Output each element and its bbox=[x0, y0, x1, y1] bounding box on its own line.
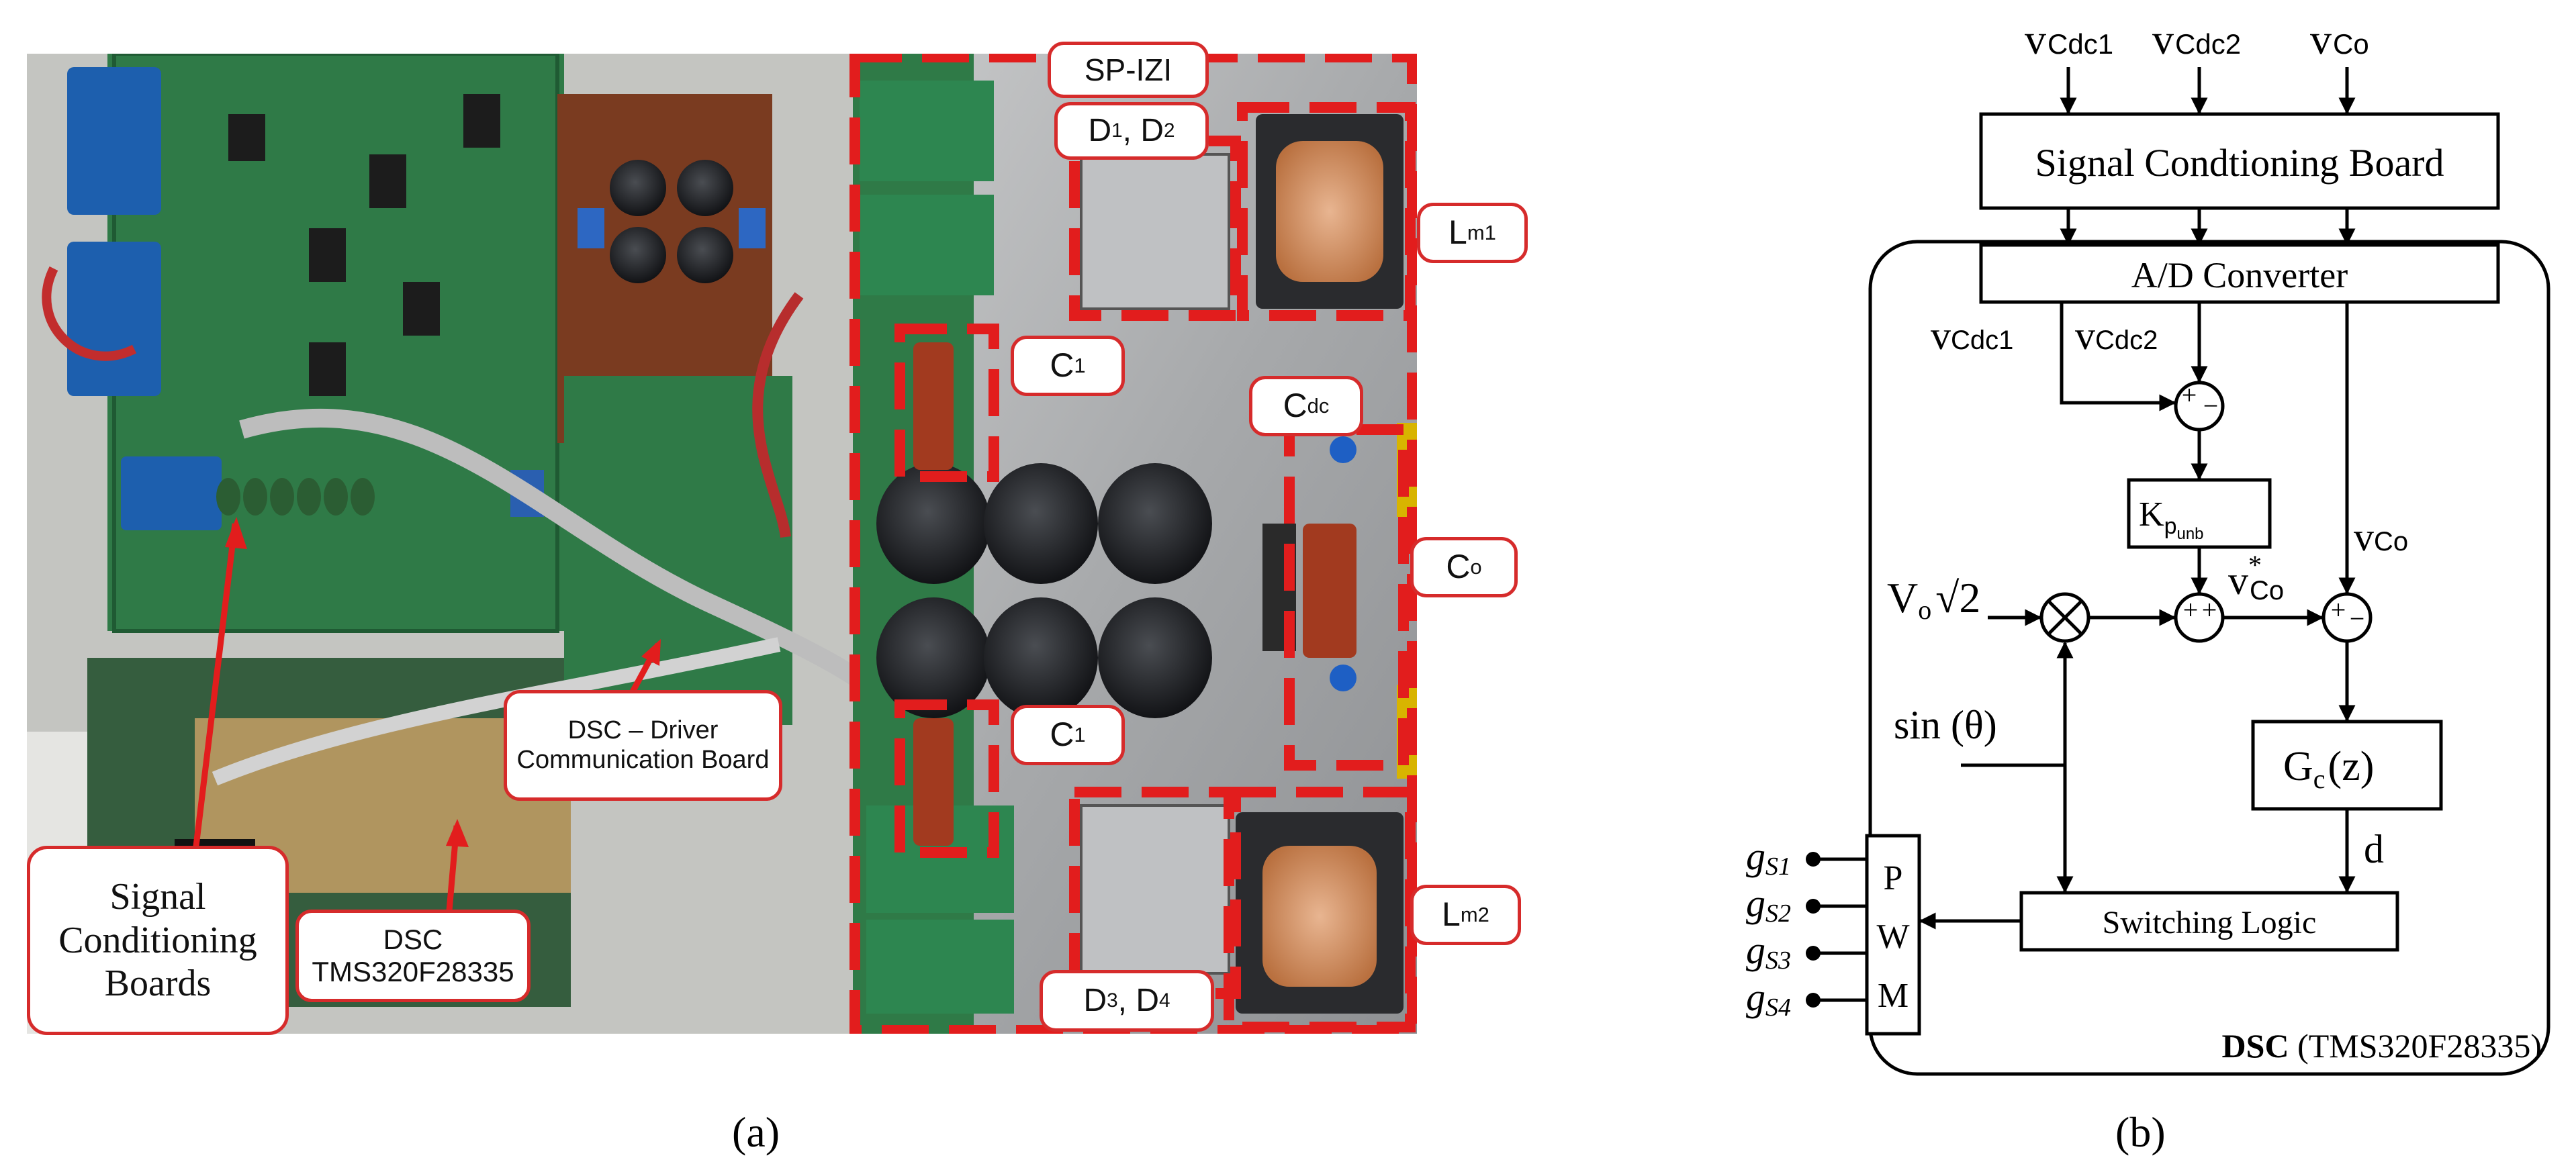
hardware-photo-drawing bbox=[27, 54, 1417, 1034]
label-sp-izi: SP-IZI bbox=[1048, 42, 1209, 98]
gc-box bbox=[2251, 720, 2443, 811]
pwm-letter-m: M bbox=[1878, 977, 1908, 1015]
fb-vcdc2: vCdc2 bbox=[2075, 313, 2158, 358]
adc-box bbox=[1979, 243, 2500, 304]
pwm-letter-w: W bbox=[1876, 918, 1909, 956]
duty-label: d bbox=[2364, 827, 2384, 871]
caption-b: (b) bbox=[2115, 1108, 2166, 1156]
adc-label: A/D Converter bbox=[2131, 255, 2348, 295]
sin-theta-label: sin (θ) bbox=[1894, 703, 1997, 747]
pwm-box bbox=[1865, 834, 1921, 1036]
gate-gs1: gS1 bbox=[1746, 834, 1791, 881]
signal-conditioning-label: Signal Condtioning Board bbox=[2035, 141, 2444, 185]
gate-gs3: gS3 bbox=[1746, 928, 1791, 975]
sign-minus-2: − bbox=[2350, 603, 2365, 634]
fb-vco: vCo bbox=[2354, 515, 2408, 559]
input-vcdc2: vCdc2 bbox=[2152, 15, 2241, 63]
fb-vcdc1: vCdc1 bbox=[1931, 313, 2013, 358]
label-signal-conditioning-boards: Signal Conditioning Boards bbox=[27, 846, 289, 1035]
input-vco: vCo bbox=[2310, 15, 2369, 63]
vref-label: Vo√2 bbox=[1887, 574, 1980, 625]
caption-a: (a) bbox=[732, 1108, 780, 1156]
switching-logic-label: Switching Logic bbox=[2103, 905, 2317, 940]
pwm-letter-p: P bbox=[1884, 859, 1903, 897]
dsc-frame bbox=[1868, 240, 2550, 1076]
dsc-model-label: DSC (TMS320F28335) bbox=[2222, 1027, 2542, 1065]
sign-plus-1: + bbox=[2182, 380, 2197, 410]
gc-label: Gc(z) bbox=[2283, 744, 2374, 794]
label-dsc-driver-board: DSC – Driver Communication Board bbox=[504, 690, 782, 801]
signal-conditioning-box bbox=[1979, 112, 2500, 210]
sign-plus-4: + bbox=[2331, 595, 2346, 625]
gate-gs2: gS2 bbox=[1746, 881, 1791, 928]
label-dsc-tms320: DSC TMS320F28335 bbox=[295, 910, 531, 1002]
gate-gs4: gS4 bbox=[1746, 975, 1791, 1022]
kp-unb-label: Kpunb bbox=[2139, 495, 2204, 543]
input-vcdc1: vCdc1 bbox=[2025, 15, 2113, 63]
hardware-photo bbox=[27, 54, 1417, 1034]
kp-unb-box bbox=[2127, 478, 2272, 549]
sign-plus-3: + bbox=[2202, 595, 2217, 625]
vco-star-label: v*Co bbox=[2228, 550, 2284, 605]
sign-minus-1: − bbox=[2203, 391, 2219, 421]
switching-logic-box bbox=[2019, 891, 2399, 952]
sign-plus-2: + bbox=[2183, 595, 2199, 625]
